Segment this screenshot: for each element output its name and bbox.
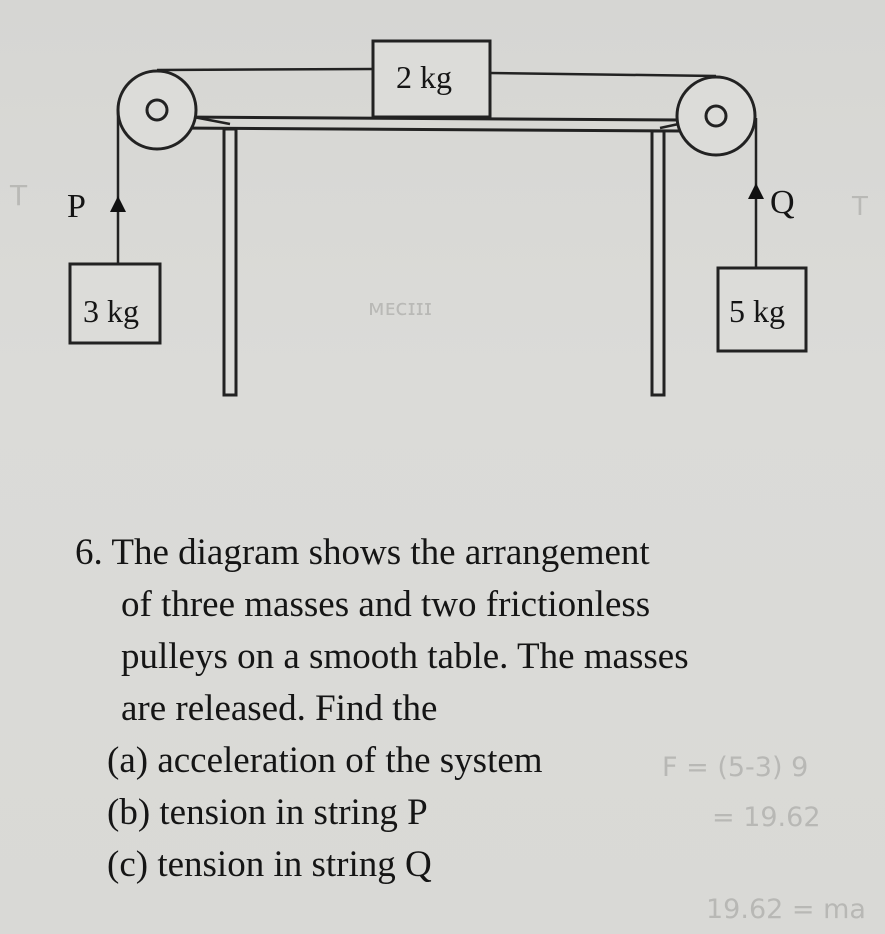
pencil-mark-t: T — [9, 179, 28, 212]
question-stem-line: pulleys on a smooth table. The masses — [121, 636, 689, 677]
question-number: 6. — [75, 532, 103, 573]
handwritten-note-2: = 19.62 — [712, 802, 821, 833]
question-part-a: (a) acceleration of the system — [107, 740, 543, 781]
question-stem-line: of three masses and two frictionless — [121, 584, 651, 625]
question-text: 6. The diagram shows the arrangement of … — [75, 527, 835, 891]
question-stem-line: are released. Find the — [121, 688, 438, 729]
table-leg-right — [650, 129, 666, 397]
mass-block-right — [716, 266, 808, 353]
question-part-b: (b) tension in string P — [107, 792, 428, 833]
mass-top-label: 2 kg — [396, 59, 452, 95]
handwritten-note-3: 19.62 = ma — [706, 894, 866, 925]
question-stem-line: The diagram shows the arrangement — [111, 532, 650, 573]
string-p-label: P — [67, 188, 86, 225]
pulley-diagram: T T ᴍᴇᴄɪɪɪ P Q 2 kg 3 kg 5 kg — [9, 39, 868, 397]
string-top-left — [156, 67, 374, 72]
arrow-up-icon — [110, 196, 126, 212]
arrow-up-icon — [748, 183, 764, 199]
string-top-right — [489, 71, 717, 78]
handwritten-note-1: F = (5-3) 9 — [662, 752, 809, 783]
pulley-right — [659, 75, 757, 157]
table-leg-left — [222, 127, 238, 397]
pencil-mark-t-right: T — [851, 192, 868, 222]
mass-left-label: 3 kg — [83, 293, 139, 329]
mass-right-label: 5 kg — [729, 293, 785, 329]
question-part-c: (c) tension in string Q — [107, 844, 432, 885]
table-top-lower — [177, 126, 684, 133]
question-line-1: 6. The diagram shows the arrangement — [75, 527, 835, 579]
string-q-label: Q — [770, 184, 795, 221]
mass-block-left — [68, 262, 162, 345]
mass-block-top — [371, 39, 492, 119]
pencil-mark-scribble: ᴍᴇᴄɪɪɪ — [368, 296, 432, 321]
pulley-left — [116, 69, 231, 151]
